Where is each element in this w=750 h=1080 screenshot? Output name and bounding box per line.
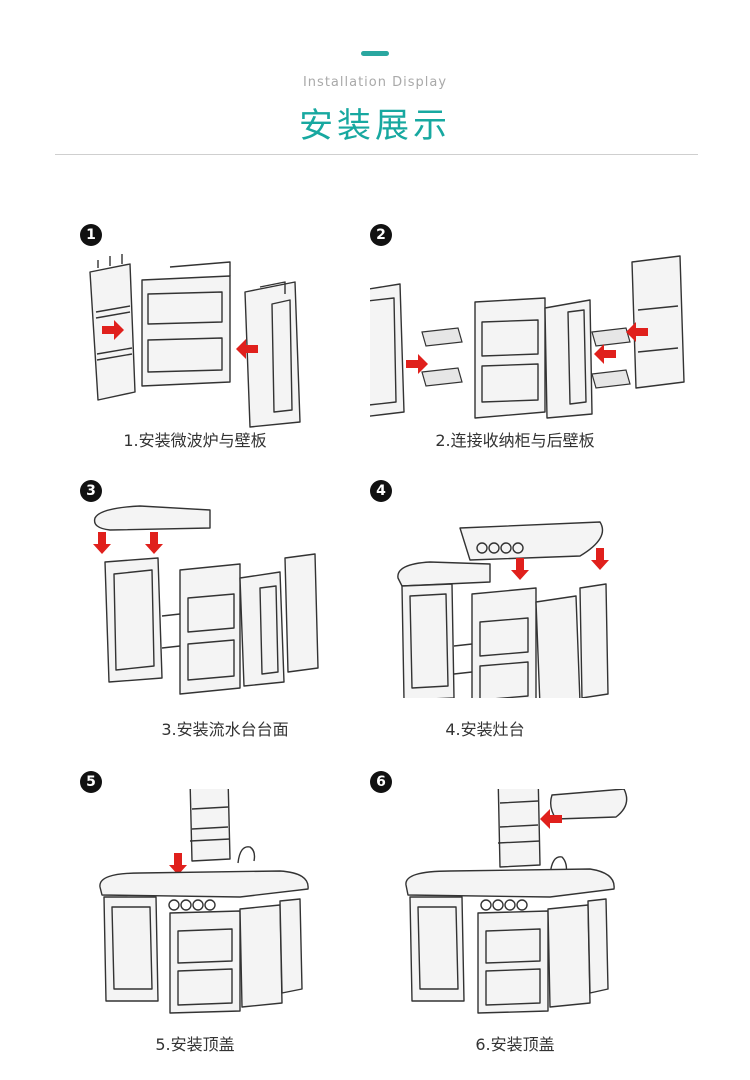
step-number-badge: 6 <box>370 771 392 793</box>
step-caption: 2.连接收纳柜与后壁板 <box>435 431 595 450</box>
step-4: 4 4.安装灶台 <box>370 480 700 740</box>
step-1: 1 1.安装微波炉与壁板 <box>80 224 410 484</box>
step-number-badge: 2 <box>370 224 392 246</box>
step-5-illustration <box>99 789 309 1014</box>
step-caption: 5.安装顶盖 <box>155 1035 235 1054</box>
step-4-illustration <box>397 521 609 698</box>
step-6-illustration <box>405 789 628 1014</box>
divider <box>55 154 698 155</box>
step-number-badge: 5 <box>80 771 102 793</box>
step-number-badge: 1 <box>80 224 102 246</box>
step-number-badge: 4 <box>370 480 392 502</box>
section-title: 安装展示 <box>299 106 451 146</box>
accent-bar <box>361 51 389 56</box>
step-caption: 4.安装灶台 <box>445 720 525 739</box>
step-2-illustration <box>370 255 685 419</box>
section-subtitle: Installation Display <box>302 75 448 90</box>
step-caption: 1.安装微波炉与壁板 <box>123 431 267 450</box>
step-1-illustration <box>89 254 301 428</box>
step-6: 6 6.安装顶盖 <box>370 771 700 1054</box>
step-2: 2 2.连接收纳柜与后壁板 <box>370 224 700 484</box>
step-5: 5 5.安装顶盖 <box>80 771 410 1054</box>
step-caption: 3.安装流水台台面 <box>161 720 289 739</box>
step-3-illustration <box>93 505 319 695</box>
step-number-badge: 3 <box>80 480 102 502</box>
step-3: 3 3.安装流水台台面 <box>80 480 410 740</box>
step-caption: 6.安装顶盖 <box>475 1035 555 1054</box>
